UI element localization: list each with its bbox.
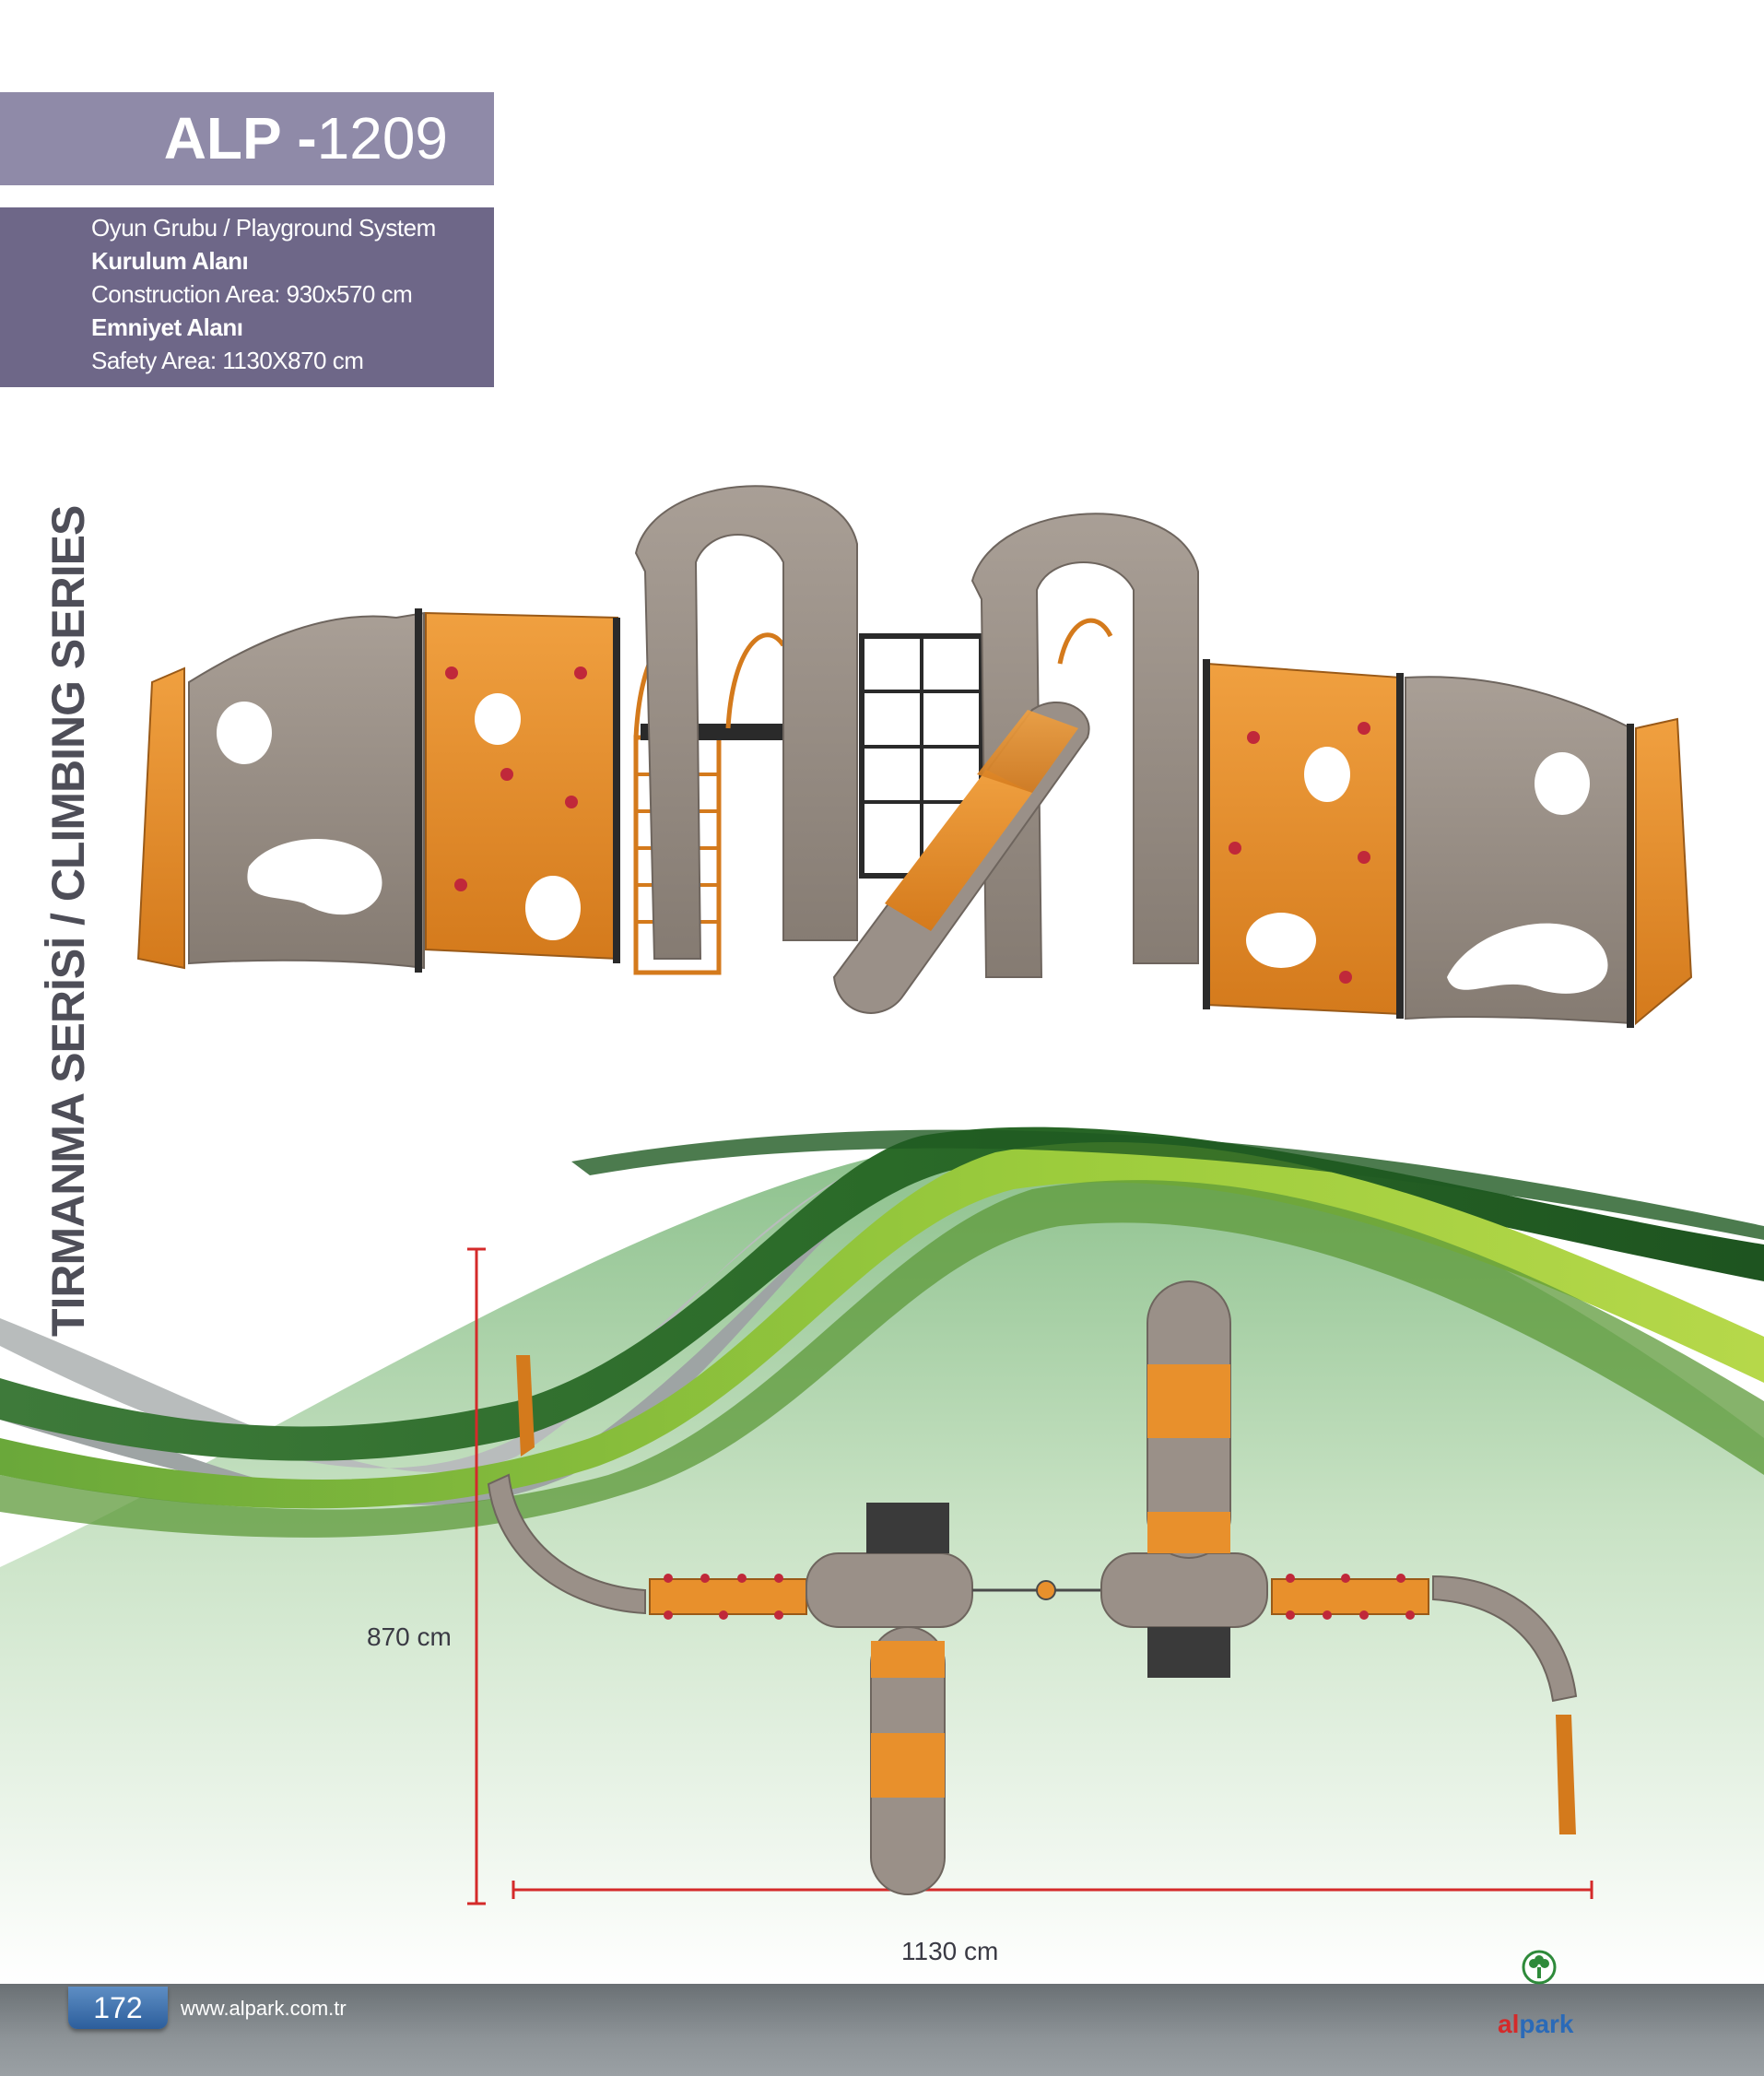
alpark-tree-icon <box>1522 1950 1557 1985</box>
height-dimension-label: 870 cm <box>367 1622 452 1651</box>
page-number: 172 <box>68 1987 168 2029</box>
spec-info-box: Oyun Grubu / Playground System Kurulum A… <box>0 207 494 387</box>
model-title: ALP -1209 <box>164 103 448 173</box>
plan-left-curve <box>487 1473 646 1615</box>
plan-view-drawing <box>467 1247 1593 1905</box>
orange-climbing-wall-left <box>425 611 618 961</box>
logo-part-park: park <box>1519 2010 1574 2038</box>
alpark-logo: alpark <box>1498 2010 1574 2039</box>
left-end-panel <box>136 666 185 970</box>
product-illustration <box>136 485 1693 1028</box>
rock-arch-left <box>634 485 858 960</box>
model-prefix: ALP - <box>163 105 317 171</box>
model-title-bar: ALP -1209 <box>0 92 494 185</box>
series-vertical-title: TIRMANMA SERİSİ / CLIMBING SERIES <box>42 505 94 1337</box>
logo-part-al: al <box>1498 2010 1520 2038</box>
plan-right-end <box>1556 1715 1576 1834</box>
rock-arch-right <box>970 513 1199 978</box>
model-number: 1209 <box>316 105 448 171</box>
safety-area-value: Safety Area: 1130X870 cm <box>91 347 364 374</box>
website-link[interactable]: www.alpark.com.tr <box>181 1997 347 2020</box>
plan-right-orange-walls <box>1271 1578 1429 1615</box>
gray-climbing-wall-left <box>188 611 425 970</box>
construction-area-value: Construction Area: 930x570 cm <box>91 280 413 308</box>
width-dimension-label: 1130 cm <box>901 1937 999 1965</box>
orange-climbing-wall-right <box>1206 662 1402 1016</box>
right-end-panel <box>1635 717 1693 1026</box>
plan-left-orange-walls <box>649 1578 807 1615</box>
construction-area-heading: Kurulum Alanı <box>91 247 249 275</box>
plan-right-curve <box>1432 1575 1578 1703</box>
safety-area-heading: Emniyet Alanı <box>91 313 243 341</box>
footer-bar <box>0 1984 1764 2076</box>
product-type-text: Oyun Grubu / Playground System <box>91 214 436 242</box>
plan-left-end <box>516 1355 535 1457</box>
plan-left-deck <box>806 1552 973 1628</box>
plan-right-deck <box>1100 1552 1268 1628</box>
